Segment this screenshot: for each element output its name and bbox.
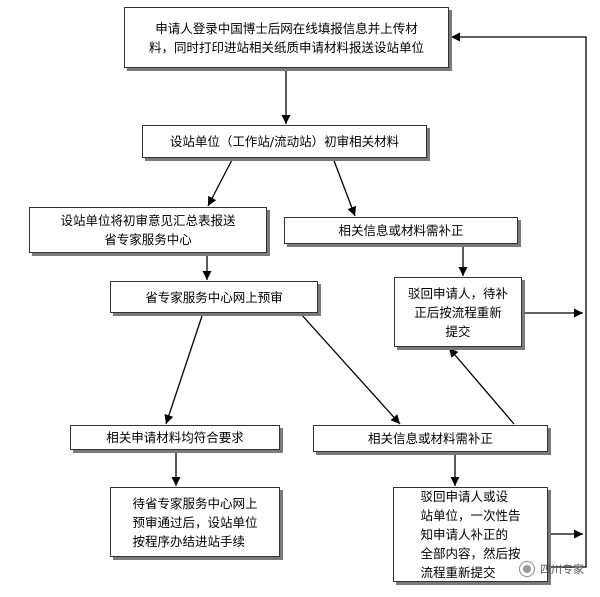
node-n1-label: 申请人登录中国博士后网在线填报信息并上传材 料，同时打印进站相关纸质申请材料报送… — [148, 20, 424, 55]
node-n2-label: 设站单位（工作站/流动站）初审相关材料 — [169, 134, 400, 149]
node-n8-needs-correction: 相关信息或材料需补正 — [313, 425, 548, 452]
node-n4-label: 相关信息或材料需补正 — [338, 223, 464, 238]
loop-line-right — [451, 32, 587, 568]
node-n10-reject-notify: 驳回申请人或设 站单位，一次性告 知申请人补正的 全部内容，然后按 流程重新提交 — [393, 487, 548, 582]
node-n5-label: 驳回申请人，待补 正后按流程重新 提交 — [407, 285, 508, 339]
node-n8-label: 相关信息或材料需补正 — [367, 431, 493, 446]
node-n6-online-prereview: 省专家服务中心网上预审 — [110, 281, 318, 313]
node-n9-complete-procedures: 待省专家服务中心网上 预审通过后，设站单位 按程序办结进站手续 — [110, 487, 280, 557]
arrow-n8-to-n5 — [448, 347, 515, 425]
node-n7-meets-requirements: 相关申请材料均符合要求 — [70, 425, 280, 450]
node-n4-needs-correction: 相关信息或材料需补正 — [284, 217, 518, 244]
node-n9-label: 待省专家服务中心网上 预审通过后，设站单位 按程序办结进站手续 — [132, 495, 258, 549]
arrow-n6-to-n7 — [164, 312, 204, 425]
node-n10-label: 驳回申请人或设 站单位，一次性告 知申请人补正的 全部内容，然后按 流程重新提交 — [420, 489, 521, 580]
node-n3-label: 设站单位将初审意见汇总表报送 省专家服务中心 — [60, 213, 236, 247]
node-n1-online-submission: 申请人登录中国博士后网在线填报信息并上传材 料，同时打印进站相关纸质申请材料报送… — [124, 7, 449, 68]
arrow-n6-to-n8 — [299, 312, 401, 425]
arrow-n2-to-n3 — [207, 157, 234, 207]
node-n2-initial-review: 设站单位（工作站/流动站）初审相关材料 — [142, 125, 427, 158]
watermark: 四川专家 — [519, 561, 584, 577]
watermark-text: 四川专家 — [540, 563, 584, 576]
arrow-n2-to-n4 — [332, 157, 357, 217]
wechat-logo-icon — [519, 561, 535, 577]
node-n5-reject-resubmit: 驳回申请人，待补 正后按流程重新 提交 — [394, 277, 522, 347]
node-n7-label: 相关申请材料均符合要求 — [106, 430, 244, 445]
node-n3-submit-summary: 设站单位将初审意见汇总表报送 省专家服务中心 — [29, 207, 267, 253]
node-n6-label: 省专家服务中心网上预审 — [145, 289, 283, 305]
